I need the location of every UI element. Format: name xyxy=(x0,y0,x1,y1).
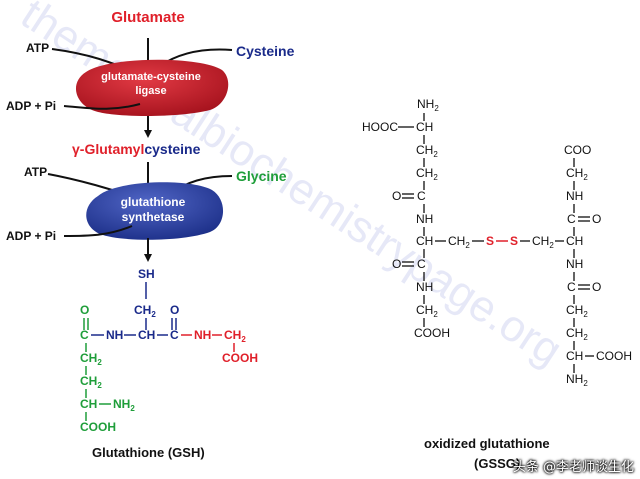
gssg-ch2-r3: CH2 xyxy=(566,326,588,342)
gssg-nh-r1: NH xyxy=(566,189,583,203)
gssg-ch-l: CH xyxy=(416,234,433,248)
gsh-ch2-a: CH2 xyxy=(80,351,102,367)
gssg-cooh-r: COOH xyxy=(596,349,632,363)
atp-label-1: ATP xyxy=(26,41,49,55)
gssg-caption-1: oxidized glutathione xyxy=(424,436,550,451)
gsh-ch-cys: CH xyxy=(138,328,155,342)
gsh-sh: SH xyxy=(138,267,155,281)
gssg-cooh-l: COOH xyxy=(414,326,450,340)
gsh-o-cys: O xyxy=(170,303,179,317)
gsh-o-glu: O xyxy=(80,303,89,317)
gssg-hooc: HOOC xyxy=(362,120,398,134)
gsh-ch2-b: CH2 xyxy=(80,374,102,390)
cysteine-label: Cysteine xyxy=(236,43,295,59)
gssg-o-l1: O xyxy=(392,189,401,203)
gsh-caption: Glutathione (GSH) xyxy=(92,445,205,460)
ligase-label-2: ligase xyxy=(135,85,166,97)
gssg-nh2-bottom: NH2 xyxy=(566,372,588,388)
gsh-cooh-gly: COOH xyxy=(222,351,258,365)
gsh-ch2-gly: CH2 xyxy=(224,328,246,344)
gssg-ch-bottom: CH xyxy=(566,349,583,363)
adp-label-2: ADP + Pi xyxy=(6,229,56,243)
gssg-o-r2: O xyxy=(592,280,601,294)
glutamate-label: Glutamate xyxy=(111,9,184,26)
gssg-o-l2: O xyxy=(392,257,401,271)
gssg-ch-top: CH xyxy=(416,120,433,134)
gssg-ch2-2: CH2 xyxy=(416,166,438,182)
source-credit: 头条 @李老师谈生化 xyxy=(512,460,634,475)
gsh-structure: SH CH2 O O C NH CH C NH CH2 COOH CH2 CH2… xyxy=(80,267,258,460)
gsh-ch2-cys: CH2 xyxy=(134,303,156,319)
gssg-o-r1: O xyxy=(592,212,601,226)
gsh-ch-nh2: CH xyxy=(80,397,97,411)
gssg-coo-r: COO xyxy=(564,143,591,157)
synthetase-label-2: synthetase xyxy=(122,210,185,224)
gssg-ch2-l: CH2 xyxy=(448,234,470,250)
pathway: Glutamate ATP Cysteine glutamate-cystein… xyxy=(6,9,295,262)
gsh-c-cys: C xyxy=(170,328,179,342)
gssg-nh2-top: NH2 xyxy=(417,97,439,113)
gsh-nh-1: NH xyxy=(106,328,123,342)
gssg-c-l1: C xyxy=(417,189,426,203)
gssg-structure: NH2 HOOC CH CH2 CH2 O C NH CH CH2 S S CH… xyxy=(362,97,632,471)
ligase-label-1: glutamate-cysteine xyxy=(101,71,201,83)
gssg-ch2-1: CH2 xyxy=(416,143,438,159)
gsh-c-glu: C xyxy=(80,328,89,342)
gssg-ch2-l3: CH2 xyxy=(416,303,438,319)
adp-curve-1 xyxy=(63,103,141,110)
gssg-c-r1: C xyxy=(567,212,576,226)
gamma-glutamylcysteine-label: γ-Glutamylcysteine xyxy=(72,141,201,157)
gssg-c-l2: C xyxy=(417,257,426,271)
synthetase-label-1: glutathione xyxy=(121,195,186,209)
gssg-nh-l2: NH xyxy=(416,280,433,294)
adp-curve-2 xyxy=(63,225,133,237)
gssg-ch-r: CH xyxy=(566,234,583,248)
gssg-s-1: S xyxy=(486,234,494,248)
gsh-nh-2: NH xyxy=(194,328,211,342)
gsh-cooh-glu: COOH xyxy=(80,420,116,434)
glycine-label: Glycine xyxy=(236,168,287,184)
gssg-ch2-r2: CH2 xyxy=(566,303,588,319)
adp-label-1: ADP + Pi xyxy=(6,99,56,113)
synthetase-enzyme xyxy=(86,182,224,240)
gssg-nh-r2: NH xyxy=(566,257,583,271)
gssg-caption-2: (GSSG) xyxy=(474,456,520,471)
gssg-nh-l1: NH xyxy=(416,212,433,226)
gssg-ch2-r: CH2 xyxy=(532,234,554,250)
atp-label-2: ATP xyxy=(24,165,47,179)
gsh-nh2-glu: NH2 xyxy=(113,397,135,413)
gssg-s-2: S xyxy=(510,234,518,248)
gssg-c-r2: C xyxy=(567,280,576,294)
ligase-enzyme xyxy=(75,59,229,116)
gssg-ch2-r1: CH2 xyxy=(566,166,588,182)
